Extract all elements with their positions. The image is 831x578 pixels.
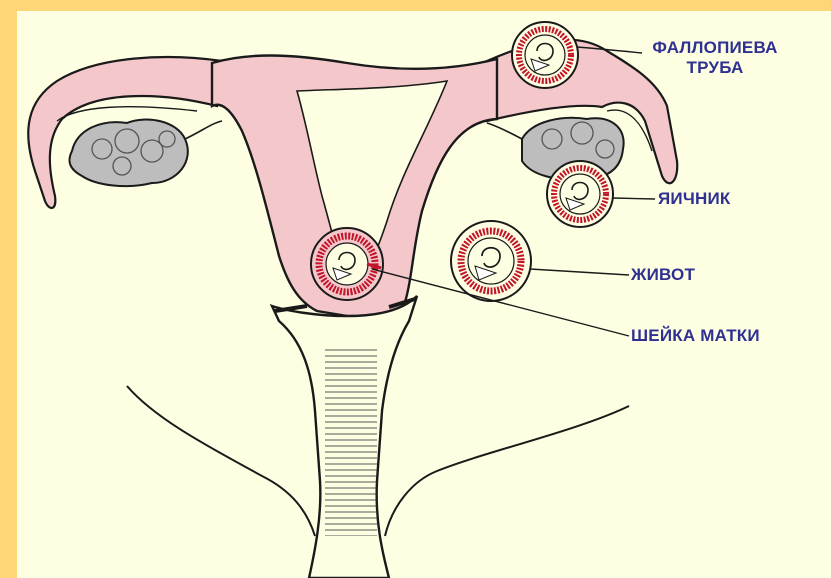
anatomy-illustration [17, 11, 831, 578]
label-fallopian-tube: ФАЛЛОПИЕВА ТРУБА [645, 38, 785, 78]
embryo-abdomen [451, 221, 531, 301]
left-ovary [69, 120, 222, 187]
embryo-fallopian-tube [512, 22, 578, 88]
diagram-canvas: ФАЛЛОПИЕВА ТРУБА ЯИЧНИК ЖИВОТ ШЕЙКА МАТК… [17, 11, 831, 578]
label-cervix: ШЕЙКА МАТКИ [631, 326, 760, 346]
label-ovary: ЯИЧНИК [658, 189, 730, 209]
pelvic-outline [127, 386, 315, 536]
cervix-and-vagina [272, 296, 417, 578]
pelvic-outline-right [385, 406, 629, 536]
label-fallopian-line1: ФАЛЛОПИЕВА [645, 38, 785, 58]
embryo-ovary [547, 161, 613, 227]
leader-abdomen [530, 269, 629, 275]
label-abdomen: ЖИВОТ [631, 265, 695, 285]
label-fallopian-line2: ТРУБА [645, 58, 785, 78]
embryo-cervix [311, 228, 383, 300]
leader-ovary [613, 198, 655, 199]
